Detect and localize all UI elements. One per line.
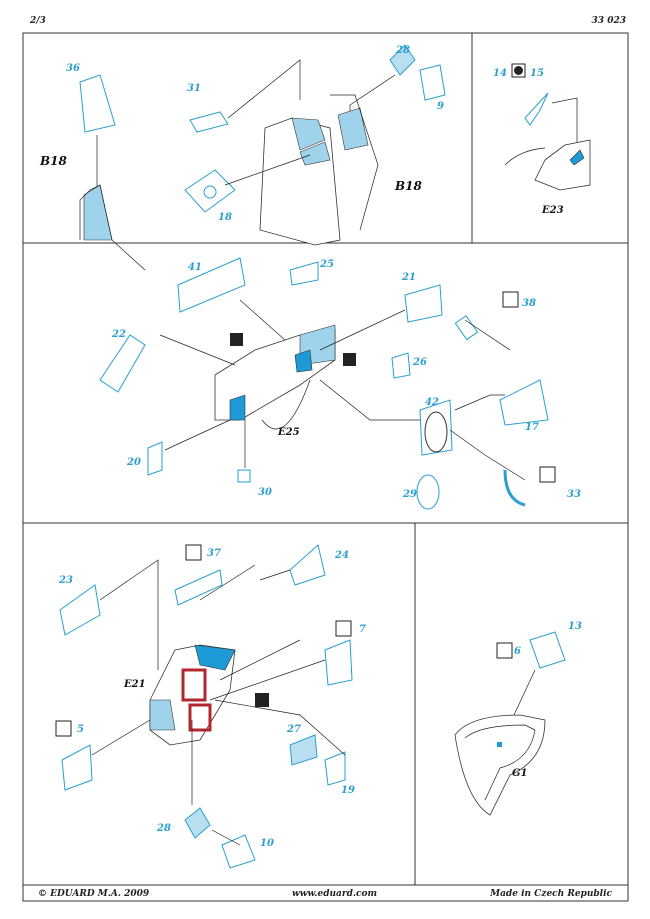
part-label: 9 xyxy=(437,101,444,112)
part-23-shape xyxy=(59,584,101,636)
part-label: 14 xyxy=(493,68,507,79)
part-label: 26 xyxy=(412,357,427,368)
part-label: 6 xyxy=(514,646,521,657)
part-label: 19 xyxy=(341,785,355,796)
made-in: Made in Czech Republic xyxy=(489,889,612,899)
part-label: 28 xyxy=(156,823,171,834)
part-29-shape xyxy=(416,474,440,510)
part-label: E21 xyxy=(123,679,146,690)
part-17-shape xyxy=(499,379,549,426)
part-22-shape xyxy=(99,334,146,393)
part-label: 22 xyxy=(111,329,126,340)
part-label: G1 xyxy=(512,768,528,779)
part-10-shape xyxy=(221,834,256,869)
part-label: 42 xyxy=(425,397,439,408)
part-21-shape xyxy=(404,284,443,323)
part-label: 30 xyxy=(258,487,272,498)
part-label: 21 xyxy=(401,272,416,283)
part-label: 7 xyxy=(359,624,366,635)
part-13-shape xyxy=(529,631,566,669)
part-28-shape xyxy=(389,44,416,76)
part-label: E23 xyxy=(541,205,564,216)
copyright: © EDUARD M.A. 2009 xyxy=(38,889,150,899)
part-15-shape xyxy=(524,92,549,126)
part-label: 20 xyxy=(126,457,141,468)
part-label: 23 xyxy=(58,575,73,586)
part-9-shape xyxy=(419,64,446,101)
website: www.eduard.com xyxy=(292,889,377,899)
part-label: B18 xyxy=(39,154,67,168)
part-label: 37 xyxy=(207,548,221,559)
panel-1: 36 B18 31 28 9 18 B18 14 15 E23 xyxy=(39,44,591,271)
part-label: 10 xyxy=(260,838,274,849)
assembly-g1-shape xyxy=(454,714,546,816)
part-18-shape xyxy=(184,169,236,213)
part-20-shape xyxy=(147,441,163,476)
part-36-shape xyxy=(79,74,116,133)
part-41-shape xyxy=(177,257,246,313)
part-label: 28 xyxy=(395,45,410,56)
part-28b-shape xyxy=(184,807,211,839)
part-label: 41 xyxy=(188,262,202,273)
part-label: B18 xyxy=(394,179,422,193)
part-label: 27 xyxy=(286,724,301,735)
part-24-shape xyxy=(289,544,326,586)
frame xyxy=(22,32,629,902)
part-label: 18 xyxy=(218,212,232,223)
part-37-shape xyxy=(174,569,223,606)
panel-2: 41 25 21 38 22 26 42 17 E25 20 30 29 33 xyxy=(99,257,581,510)
part-label: 24 xyxy=(334,550,349,561)
part-7-shape xyxy=(324,639,353,686)
part-label: 38 xyxy=(522,298,536,309)
part-label: 25 xyxy=(319,259,334,270)
part-31-shape xyxy=(189,111,229,133)
part-label: 5 xyxy=(77,724,84,735)
part-27-shape xyxy=(289,734,318,766)
part-label: 15 xyxy=(530,68,544,79)
part-26-shape xyxy=(391,352,411,379)
part-label: 36 xyxy=(66,63,80,74)
part-label: 13 xyxy=(568,621,582,632)
part-label: 17 xyxy=(525,422,539,433)
part-19-shape xyxy=(324,751,346,786)
part-label: 33 xyxy=(567,489,581,500)
part-label: 29 xyxy=(402,489,417,500)
part-25-shape xyxy=(289,261,319,286)
footer: © EDUARD M.A. 2009 www.eduard.com Made i… xyxy=(38,889,613,899)
panel-3: 37 24 23 7 13 6 E21 5 27 19 G1 28 10 xyxy=(55,544,582,869)
part-5-shape xyxy=(61,744,93,791)
part-label: E25 xyxy=(277,427,300,438)
page-number: 2/3 xyxy=(30,16,46,26)
part-label: 31 xyxy=(187,83,201,94)
product-code: 33 023 xyxy=(591,16,626,26)
